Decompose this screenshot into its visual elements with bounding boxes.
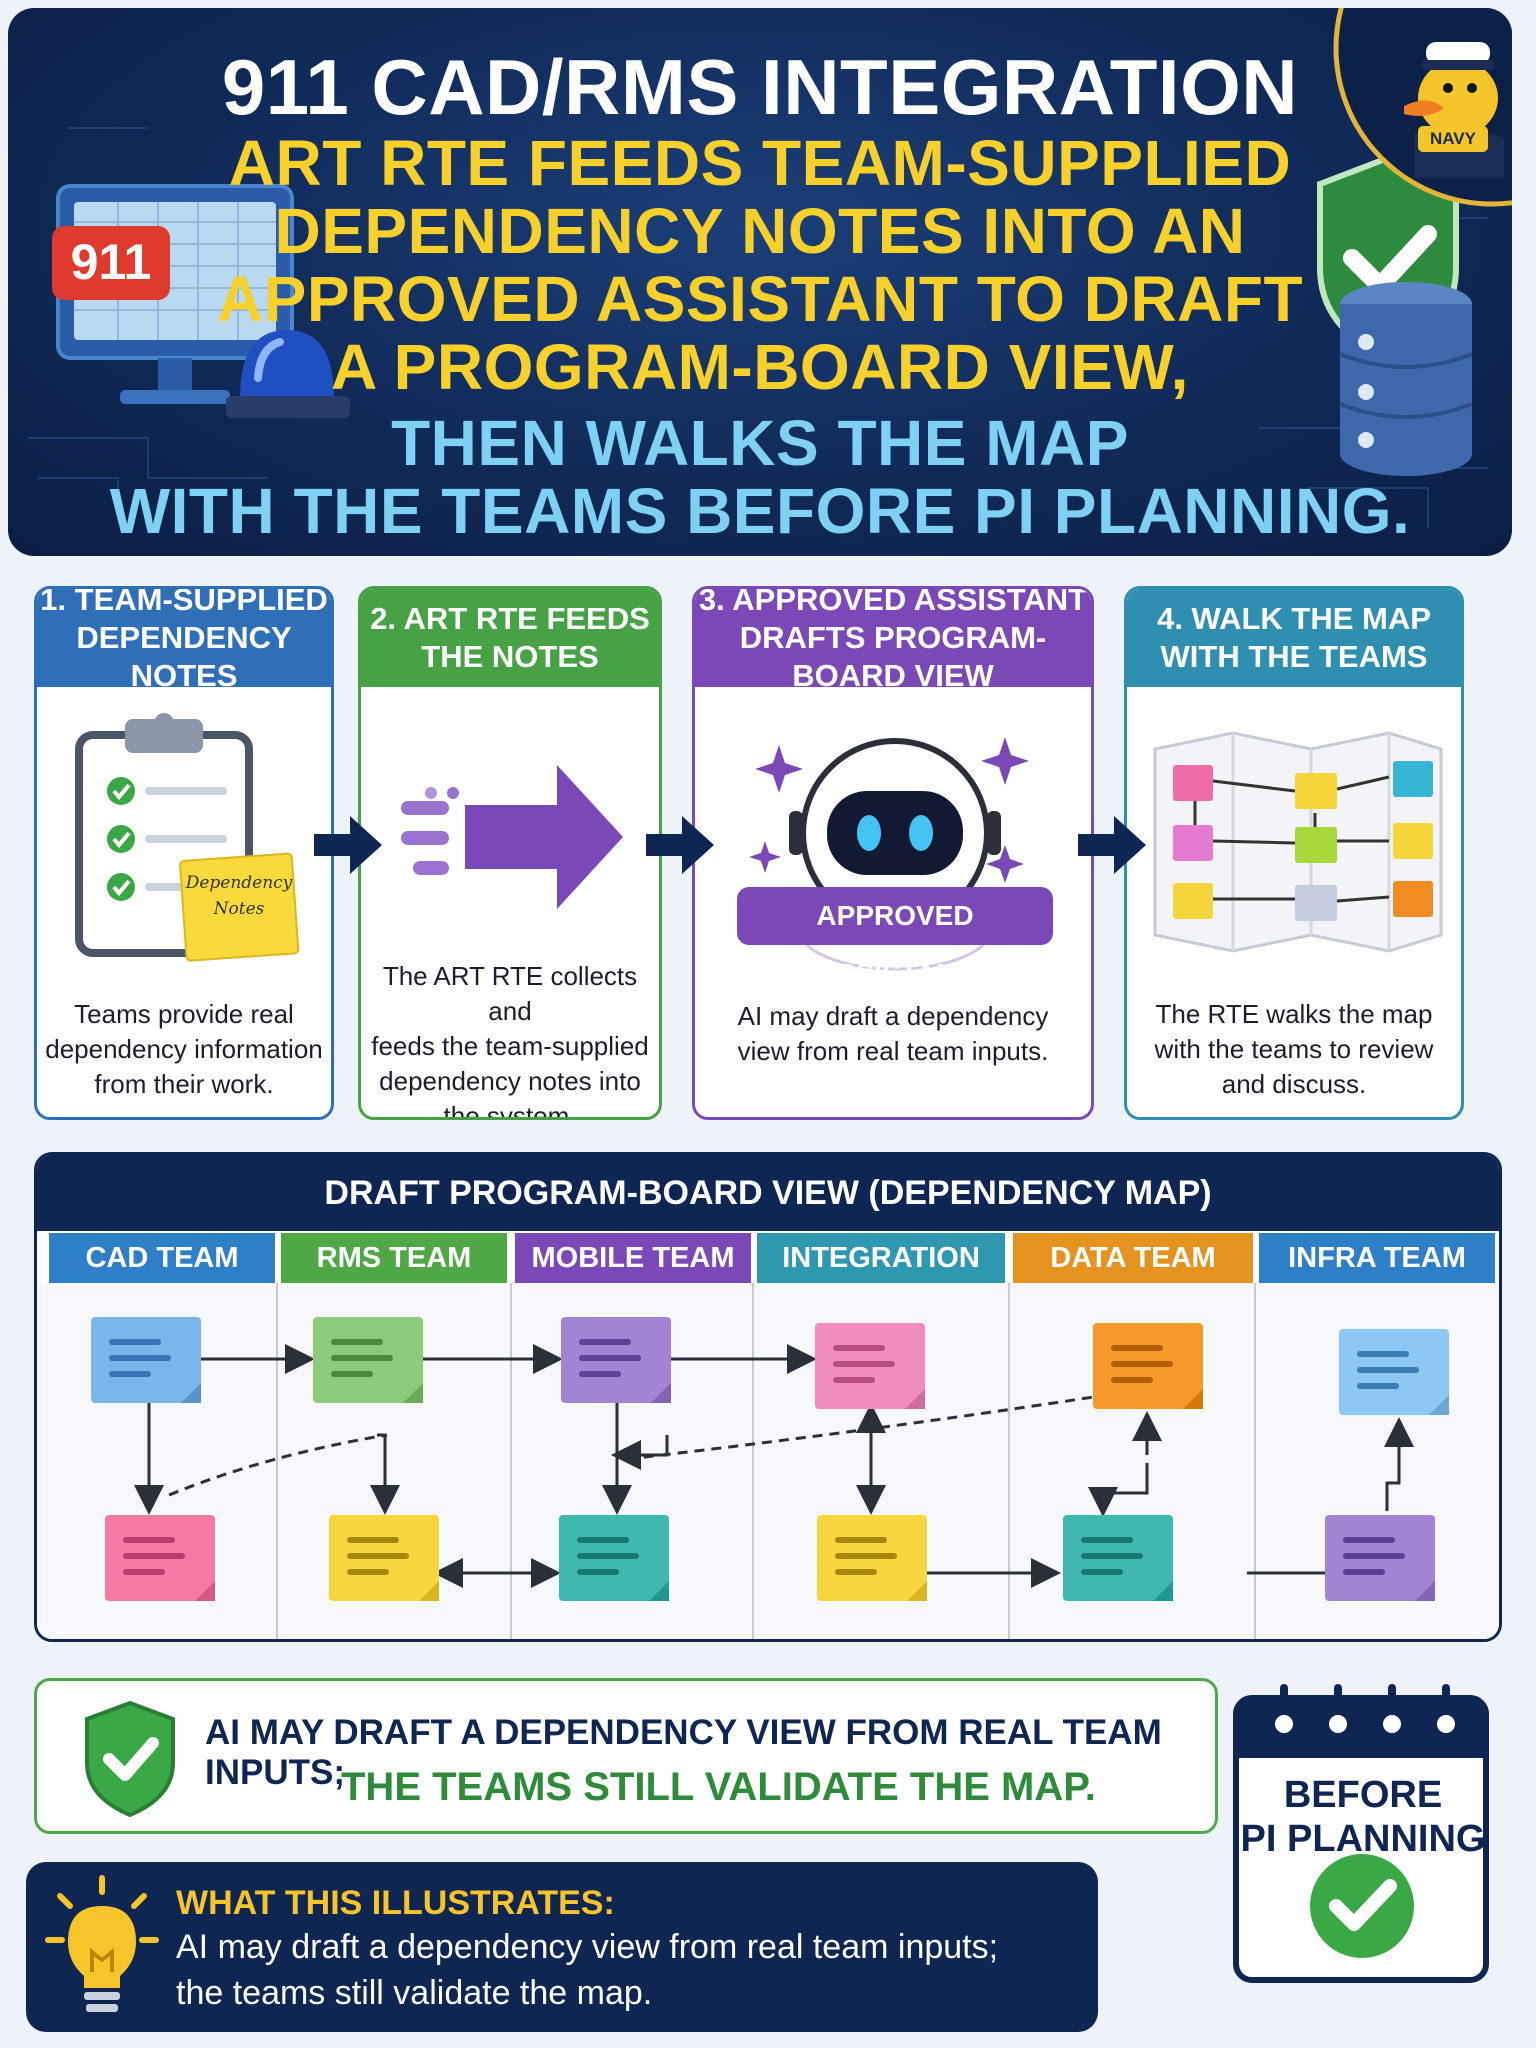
footer-line-2: the teams still validate the map. (176, 1974, 653, 2012)
header-decoration (28, 8, 1512, 528)
footer-title: WHAT THIS ILLUSTRATES: (176, 1884, 615, 1922)
approved-assistant-badge (737, 887, 1053, 945)
step-card-3-header: 3. APPROVED ASSISTANT DRAFTS PROGRAM-BOA… (695, 589, 1091, 693)
step-card-3-title: 3. APPROVED ASSISTANT DRAFTS PROGRAM-BOA… (698, 586, 1088, 693)
validation-callout: AI MAY DRAFT A DEPENDENCY VIEW FROM REAL… (34, 1678, 1218, 1834)
badge-911-bg (52, 226, 170, 300)
calendar-line-1: BEFORE (1283, 1774, 1443, 1816)
subtitle-line-3: APPROVED ASSISTANT TO DRAFT (216, 263, 1304, 335)
arrow-right-icon (314, 816, 382, 874)
step-card-1: 1. TEAM-SUPPLIED DEPENDENCY NOTES Depend… (34, 586, 334, 1120)
step-card-4-desc: The RTE walks the map with the teams to … (1154, 999, 1434, 1099)
lane-header-data: DATA TEAM (1013, 1233, 1253, 1283)
calendar-line-2: PI PLANNING (1240, 1818, 1486, 1860)
subtitle-line-6: WITH THE TEAMS BEFORE PI PLANNING. (109, 475, 1411, 547)
approved-assistant-label: APPROVED ASSISTANT (816, 900, 974, 989)
lane-header-integration: INTEGRATION TEAM (757, 1233, 1005, 1324)
navy-duck-mascot (1333, 8, 1512, 207)
map-sticky-notes (91, 1317, 1449, 1601)
dependency-map: DRAFT PROGRAM-BOARD VIEW (DEPENDENCY MAP… (34, 1152, 1502, 1642)
step-card-2-title: 2. ART RTE FEEDS THE NOTES (370, 601, 650, 674)
sticky-note-label-2: Notes (213, 899, 265, 919)
shield-check-icon (85, 1700, 175, 1817)
step-card-2-desc: The ART RTE collects and feeds the team-… (371, 961, 649, 1120)
pi-planning-calendar: BEFORE PI PLANNING (1232, 1680, 1494, 1986)
step-card-1-header: 1. TEAM-SUPPLIED DEPENDENCY NOTES (37, 589, 331, 693)
step-card-4-header: 4. WALK THE MAP WITH THE TEAMS (1127, 589, 1461, 687)
step-card-4: 4. WALK THE MAP WITH THE TEAMS The RTE w… (1124, 586, 1464, 1120)
arrow-right-icon (1078, 816, 1146, 874)
dependency-map-header: DRAFT PROGRAM-BOARD VIEW (DEPENDENCY MAP… (37, 1155, 1499, 1231)
robot-assistant-icon (749, 737, 1029, 971)
callout-line-1: AI MAY DRAFT A DEPENDENCY VIEW FROM REAL… (205, 1713, 1162, 1792)
lane-header-cad: CAD TEAM (49, 1233, 275, 1283)
subtitle-line-2: DEPENDENCY NOTES INTO AN (274, 195, 1246, 267)
step-card-2: 2. ART RTE FEEDS THE NOTES The ART RTE c… (358, 586, 662, 1120)
lane-header-rms: RMS TEAM (281, 1233, 507, 1283)
step-card-3: 3. APPROVED ASSISTANT DRAFTS PROGRAM-BOA… (692, 586, 1094, 1120)
subtitle-line-5: THEN WALKS THE MAP (391, 407, 1129, 479)
arrow-right-icon (646, 816, 714, 874)
page-title: 911 CAD/RMS INTEGRATION (221, 43, 1299, 131)
badge-911-label: 911 (70, 234, 152, 290)
subtitle-line-1: ART RTE FEEDS TEAM-SUPPLIED (228, 127, 1292, 199)
header-banner: 911 NAVY 911 CAD/RMS INTEGRATION ART RTE… (8, 8, 1512, 556)
dependency-map-canvas (37, 1283, 1499, 1639)
callout-line-2: THE TEAMS STILL VALIDATE THE MAP. (341, 1765, 1096, 1809)
clipboard-checklist-icon (75, 713, 300, 962)
feed-arrow-icon (401, 765, 623, 909)
mascot-label: NAVY (1430, 129, 1476, 148)
lane-header-infra: INFRA TEAM (1259, 1233, 1495, 1283)
calendar-icon (1233, 1684, 1489, 1983)
step-card-1-title: 1. TEAM-SUPPLIED DEPENDENCY NOTES (40, 586, 328, 693)
step-card-4-title: 4. WALK THE MAP WITH THE TEAMS (1157, 601, 1431, 674)
dependency-map-title: DRAFT PROGRAM-BOARD VIEW (DEPENDENCY MAP… (324, 1174, 1212, 1212)
footer-line-1: AI may draft a dependency view from real… (176, 1928, 999, 1966)
database-icon (1339, 282, 1473, 476)
lightbulb-icon (45, 1875, 159, 2012)
illustrates-footer: WHAT THIS ILLUSTRATES: AI may draft a de… (26, 1862, 1098, 2032)
sticky-note-label-1: Dependency (185, 873, 293, 893)
subtitle-line-4: A PROGRAM-BOARD VIEW, (331, 331, 1189, 403)
step-card-3-desc: AI may draft a dependency view from real… (737, 1001, 1049, 1066)
step-card-2-header: 2. ART RTE FEEDS THE NOTES (361, 589, 659, 687)
lane-header-mobile: MOBILE TEAM (515, 1233, 751, 1283)
emergency-light-icon (226, 330, 350, 418)
folded-map-icon (1153, 731, 1443, 953)
step-card-1-desc: Teams provide real dependency informatio… (45, 999, 323, 1099)
